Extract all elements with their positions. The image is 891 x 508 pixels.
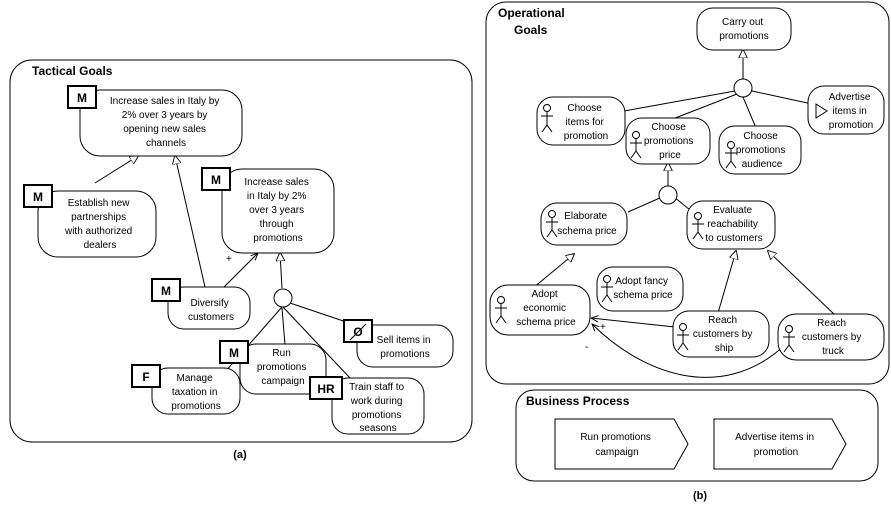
business-process-title: Business Process (526, 394, 630, 408)
svg-text:M: M (211, 173, 221, 187)
actor-icon (677, 323, 689, 351)
priority-badge (67, 85, 97, 109)
actor-icon (630, 131, 642, 159)
goal-label: Sell items in promotions (377, 335, 434, 360)
goal-label: Choose items for promotion (564, 103, 608, 142)
actor-icon (783, 325, 795, 353)
goal-sell-items-in-promotions[interactable]: Sell items in promotions O (343, 319, 454, 368)
goal-label: Reach customers by truck (802, 318, 864, 357)
process-step-advertise-items[interactable]: Advertise items in promotion (713, 418, 847, 470)
goal-carry-out-promotions[interactable]: Carry out promotions (696, 7, 792, 51)
process-step-label: Advertise items in promotion (735, 432, 817, 458)
goal-label: Adopt fancy schema price (613, 276, 673, 301)
svg-text:M: M (33, 190, 43, 204)
actor-icon (541, 104, 553, 133)
or-decomposition-node-b2 (658, 185, 678, 205)
goal-adopt-fancy-schema-price[interactable]: Adopt fancy schema price (596, 266, 684, 312)
goal-label: Choose promotions price (644, 122, 696, 161)
actor-icon (495, 296, 507, 324)
process-step-run-promotions-campaign[interactable]: Run promotions campaign (554, 418, 689, 470)
goal-label: Increase sales in Italy by 2% over 3 yea… (244, 177, 311, 244)
actor-icon (725, 141, 737, 169)
goal-manage-taxation[interactable]: Manage taxation in promotions F (131, 364, 241, 415)
goal-label: Advertise items in promotion (829, 92, 873, 131)
actor-icon (546, 210, 558, 238)
svg-text:F: F (142, 370, 149, 384)
goal-label: Manage taxation in promotions (171, 373, 220, 412)
priority-badge (201, 167, 231, 191)
goal-reach-customers-by-truck[interactable]: Reach customers by truck (777, 313, 885, 361)
goal-label: Increase sales in Italy by 2% over 3 yea… (110, 96, 222, 149)
priority-badge (131, 364, 161, 388)
goal-increase-sales-promotions[interactable]: Increase sales in Italy by 2% over 3 yea… (201, 167, 335, 254)
process-step-label: Run promotions campaign (580, 432, 653, 458)
goal-establish-partnerships[interactable]: Establish new partnerships with authoriz… (23, 184, 157, 258)
goal-label: Establish new partnerships with authoriz… (64, 198, 135, 251)
play-icon (815, 103, 828, 119)
goal-increase-sales-new-channels[interactable]: Increase sales in Italy by 2% over 3 yea… (67, 85, 243, 157)
goal-evaluate-reachability[interactable]: Evaluate reachability to customers (686, 200, 776, 250)
actor-icon (692, 212, 704, 240)
goal-advertise-items-in-promotion[interactable]: Advertise items in promotion (807, 85, 885, 135)
tactical-goals-title: Tactical Goals (32, 64, 113, 78)
goal-choose-promotions-price[interactable]: Choose promotions price (625, 117, 711, 165)
svg-text:HR: HR (317, 382, 335, 396)
goal-label: Carry out promotions (719, 17, 768, 42)
goal-label: Evaluate reachability to customers (705, 205, 762, 244)
plus-mark-b: + (600, 322, 606, 333)
goal-label: Train staff to work during promotions se… (349, 382, 407, 434)
goal-choose-items-for-promotion[interactable]: Choose items for promotion (536, 96, 626, 146)
and-decomposition-node-b1 (733, 78, 753, 98)
svg-text:M: M (161, 284, 171, 298)
tactical-links (94, 156, 371, 381)
goal-diversify-customers[interactable]: Diversify customers M (151, 278, 251, 330)
operational-goals-title: Operational Goals (498, 6, 568, 37)
goal-choose-promotions-audience[interactable]: Choose promotions audience (718, 125, 802, 175)
caption-b: (b) (693, 490, 707, 502)
priority-badge (23, 184, 53, 208)
priority-badge (151, 278, 181, 302)
goal-label: Adopt economic schema price (516, 289, 576, 328)
operational-links (532, 50, 837, 378)
goal-reach-customers-by-ship[interactable]: Reach customers by ship (672, 310, 770, 358)
priority-badge (309, 376, 343, 400)
priority-badge (219, 340, 249, 364)
goal-label: Diversify customers (188, 298, 234, 323)
minus-mark-b: - (585, 342, 588, 353)
and-decomposition-node-a (273, 288, 293, 308)
goal-label: Run promotions campaign (257, 348, 309, 387)
goal-train-staff[interactable]: Train staff to work during promotions se… (309, 376, 425, 435)
goal-label: Reach customers by ship (693, 315, 755, 354)
actor-icon (601, 275, 613, 303)
plus-mark-a: + (226, 254, 232, 265)
goal-label: Elaborate schema price (557, 211, 617, 237)
svg-text:M: M (229, 346, 239, 360)
caption-a: (a) (233, 449, 247, 461)
goal-run-promotions-campaign[interactable]: Run promotions campaign M (219, 340, 327, 395)
goal-label: Choose promotions audience (736, 131, 788, 170)
goal-adopt-economic-schema-price[interactable]: Adopt economic schema price (489, 284, 591, 336)
svg-text:M: M (77, 91, 87, 105)
goal-elaborate-schema-price[interactable]: Elaborate schema price (540, 202, 628, 246)
